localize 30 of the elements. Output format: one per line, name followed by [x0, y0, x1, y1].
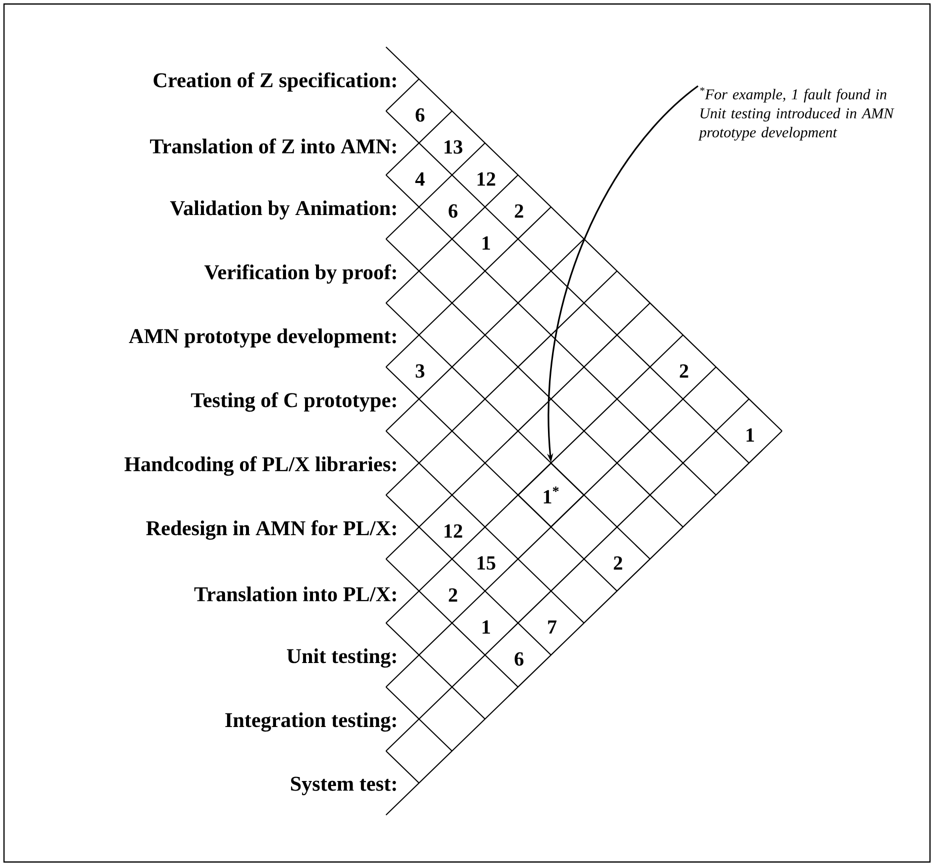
phase-label: Creation of Z specification: [154, 72, 396, 92]
phase-label: Unit testing: [286, 648, 396, 668]
fault-count: 15 [478, 556, 496, 570]
fault-count: 2 [448, 588, 458, 602]
fault-count: 3 [416, 364, 424, 378]
phase-label: AMN prototype development: [128, 328, 396, 348]
annotation-text: $^{*}$For example, 1 fault found in Unit testing introduced in AMN prototype development [698, 87, 894, 141]
phase-label: Translation of Z into AMN: [150, 138, 396, 154]
fault-count: 2 [680, 364, 688, 378]
fault-count: 1 [746, 428, 754, 442]
phase-label: Verification by proof: [204, 264, 396, 284]
fault-count: 1 [482, 236, 490, 250]
phase-label: Testing of C prototype: [191, 392, 396, 412]
fault-count: 12 [478, 172, 496, 186]
phase-label: Redesign in AMN for PL/X: [146, 520, 396, 540]
fault-count: 6 [416, 108, 424, 122]
fault-count: 7 [548, 620, 556, 634]
phase-label: Validation by Animation: [170, 200, 396, 220]
phase-label: System test: [291, 776, 396, 796]
fault-count: 6 [448, 204, 458, 218]
phase-label: Translation into PL/X: [194, 586, 396, 602]
fault-count: 13 [444, 140, 462, 154]
fault-count: 1 [482, 620, 490, 634]
fault-count: 2 [514, 204, 524, 218]
fault-count: 4 [415, 172, 425, 186]
fault-count: 6 [514, 652, 524, 666]
fault-count: 2 [614, 556, 622, 570]
phase-label: Integration testing: [225, 712, 396, 732]
phase-label: Handcoding of PL/X libraries: [124, 456, 396, 476]
fault-count: 12 [444, 524, 462, 538]
